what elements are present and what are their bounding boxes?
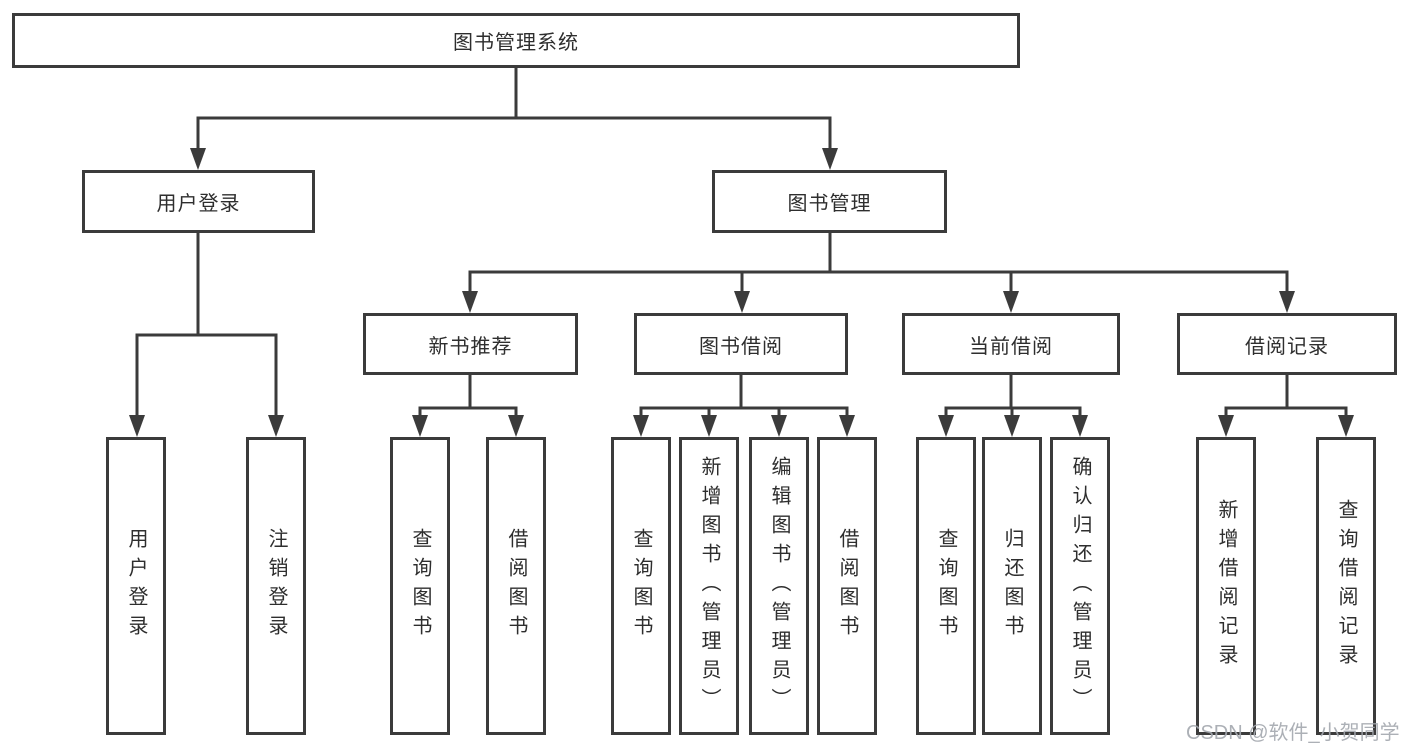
leaf-confirm-return-admin: 确认归还（管理员） (1050, 437, 1110, 735)
connector-cur-borrow (944, 373, 1082, 419)
leaf-add-book-admin: 新增图书（管理员） (679, 437, 739, 735)
leaf-query-borrow-record: 查询借阅记录 (1316, 437, 1376, 735)
leaf-query-books-borrowing: 查询图书 (611, 437, 671, 735)
leaf-user-login: 用户登录 (106, 437, 166, 735)
connector-user-login (135, 231, 278, 419)
connector-book-borrow (639, 373, 849, 419)
node-book-management: 图书管理 (712, 170, 947, 233)
connector-book-mgmt (468, 231, 1289, 295)
connector-root (196, 66, 832, 152)
node-book-borrowing: 图书借阅 (634, 313, 848, 375)
leaf-edit-book-admin: 编辑图书（管理员） (749, 437, 809, 735)
leaf-query-books-recommend: 查询图书 (390, 437, 450, 735)
leaf-logout: 注销登录 (246, 437, 306, 735)
node-new-book-recommend: 新书推荐 (363, 313, 578, 375)
leaf-borrow-books-recommend: 借阅图书 (486, 437, 546, 735)
node-current-borrowing: 当前借阅 (902, 313, 1120, 375)
leaf-add-borrow-record: 新增借阅记录 (1196, 437, 1256, 735)
leaf-query-books-current: 查询图书 (916, 437, 976, 735)
node-user-login: 用户登录 (82, 170, 315, 233)
connector-new-rec (418, 373, 518, 419)
csdn-watermark: CSDN @软件_小贺同学 (1186, 722, 1400, 744)
leaf-return-book: 归还图书 (982, 437, 1042, 735)
connector-borrow-rec (1224, 373, 1348, 419)
leaf-borrow-books-borrowing: 借阅图书 (817, 437, 877, 735)
node-root: 图书管理系统 (12, 13, 1020, 68)
node-borrowing-records: 借阅记录 (1177, 313, 1397, 375)
